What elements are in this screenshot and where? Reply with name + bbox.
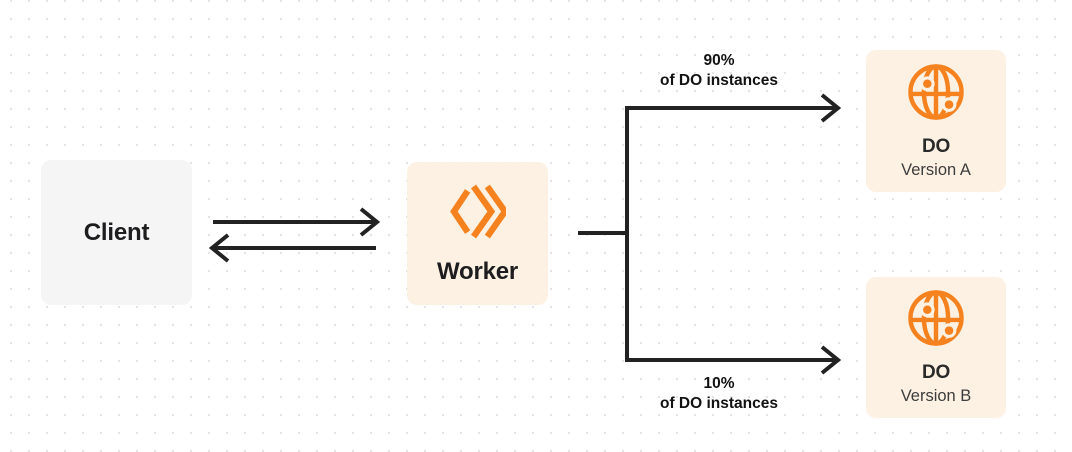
worker-to-client-arrowhead — [208, 233, 230, 263]
workers-icon — [450, 184, 506, 238]
client-node: Client — [41, 160, 192, 305]
worker-node: Worker — [407, 162, 548, 305]
route-a-percent: 90% — [703, 52, 735, 69]
route-b-percent: 10% — [703, 375, 735, 392]
do-version-a-node: DO Version A — [866, 50, 1006, 192]
globe-icon — [908, 63, 964, 120]
do-a-subtitle: Version A — [901, 160, 971, 179]
route-a-caption: of DO instances — [660, 72, 778, 89]
worker-branch-split-line — [625, 106, 838, 362]
do-a-title: DO — [921, 135, 951, 157]
worker-label: Worker — [436, 257, 519, 285]
branch-to-version-b-arrowhead — [820, 345, 842, 375]
route-to-version-b-label: 10% of DO instances — [619, 374, 819, 414]
route-b-caption: of DO instances — [660, 395, 778, 412]
do-b-title: DO — [921, 362, 951, 383]
do-version-b-node: DO Version B — [866, 277, 1006, 418]
client-label: Client — [83, 218, 150, 246]
route-to-version-a-label: 90% of DO instances — [619, 51, 819, 91]
globe-icon — [908, 290, 964, 346]
client-to-worker-arrowhead — [359, 207, 381, 237]
do-b-subtitle: Version B — [900, 387, 972, 405]
branch-to-version-a-arrowhead — [820, 93, 842, 123]
